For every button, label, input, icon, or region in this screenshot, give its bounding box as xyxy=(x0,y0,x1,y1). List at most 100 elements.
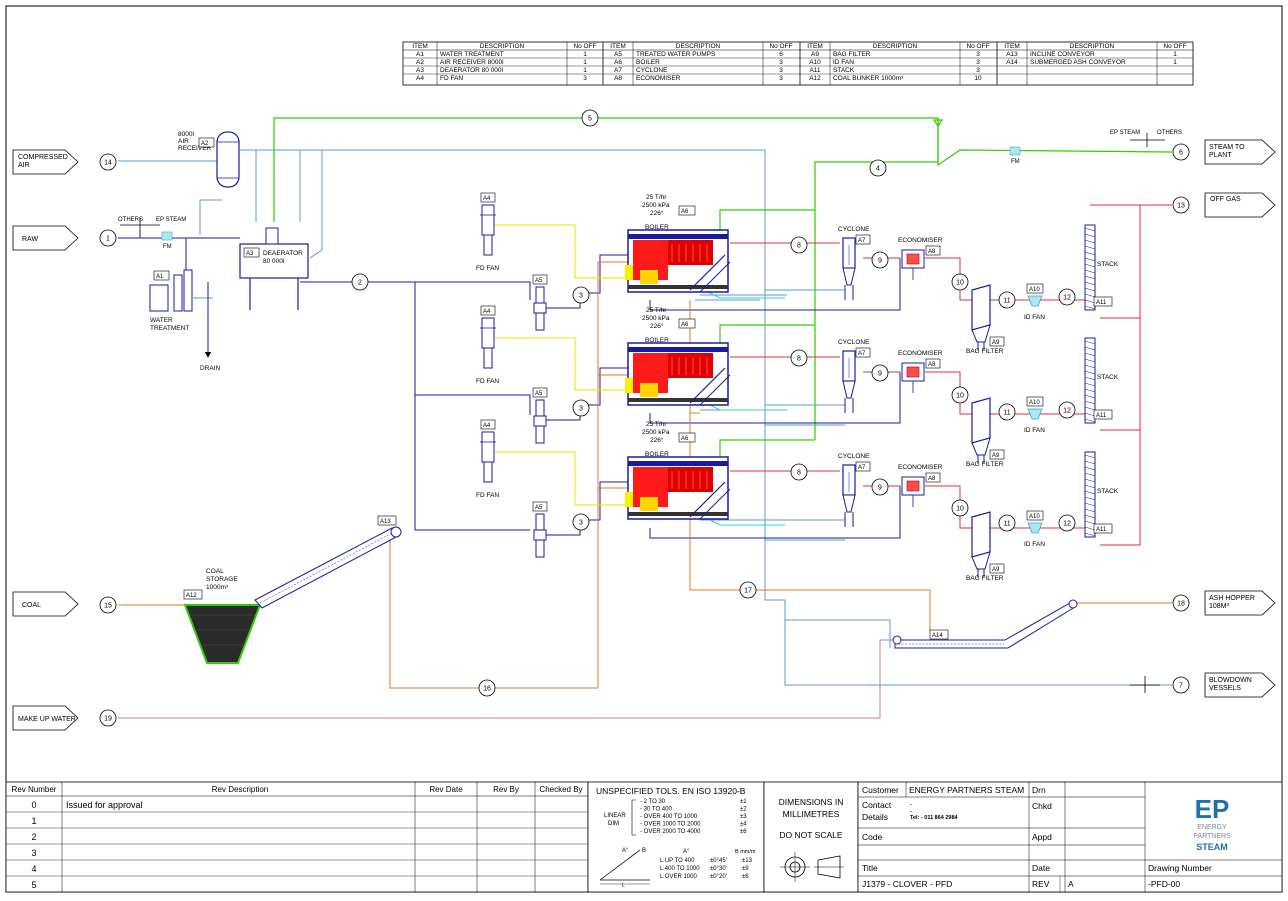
svg-text:A: A xyxy=(1068,879,1074,889)
angle-deviation: ±13 xyxy=(742,858,753,864)
svg-text:A8: A8 xyxy=(928,249,936,255)
stream-number: 12 xyxy=(1063,295,1071,302)
svg-text:226°: 226° xyxy=(650,322,664,330)
air-lines xyxy=(118,149,1172,686)
item-description: TREATED WATER PUMPS xyxy=(636,51,716,58)
stream-bubble xyxy=(869,159,887,177)
item-count: 3 xyxy=(779,67,783,74)
cyclone-tag xyxy=(855,234,871,245)
item-code: A12 xyxy=(809,75,821,82)
title-block: Customer ENERGY PARTNERS STEAM Drn Conta… xyxy=(857,781,1283,893)
svg-text:FM: FM xyxy=(1011,159,1020,165)
svg-text:BOILER: BOILER xyxy=(645,224,669,231)
svg-text:MILLIMETRES: MILLIMETRES xyxy=(783,809,840,819)
stream-bubble xyxy=(1172,143,1190,161)
stream-bubble xyxy=(998,291,1016,309)
stream-bubble xyxy=(99,153,117,171)
svg-text:FM: FM xyxy=(163,244,172,250)
stream-bubble xyxy=(572,513,590,531)
item-code: A4 xyxy=(416,75,424,82)
rev-number: 2 xyxy=(31,832,36,842)
svg-text:A1: A1 xyxy=(156,274,164,280)
svg-text:A7: A7 xyxy=(858,238,866,244)
stream-number: 5 xyxy=(588,116,592,123)
svg-text:J1379 - CLOVER - PFD: J1379 - CLOVER - PFD xyxy=(862,879,952,889)
svg-text:ID FAN: ID FAN xyxy=(1024,427,1045,434)
stream-number: 10 xyxy=(956,506,964,513)
svg-text:COAL: COAL xyxy=(206,568,224,575)
angle-range: L UP TO 400 xyxy=(660,858,695,864)
desc-header: DESCRIPTION xyxy=(873,43,918,50)
svg-text:25 T/hr: 25 T/hr xyxy=(646,421,667,428)
item-description: WATER TREATMENT xyxy=(440,51,504,58)
item-count: 6 xyxy=(779,51,783,58)
stream-bubble xyxy=(871,478,889,496)
angle-diagram-icon: A° B L xyxy=(599,848,650,889)
svg-text:DIM: DIM xyxy=(608,821,619,827)
svg-text:A11: A11 xyxy=(1096,300,1107,306)
rev-description: Issued for approval xyxy=(66,800,143,810)
svg-text:A3: A3 xyxy=(246,251,254,257)
item-code: A3 xyxy=(416,67,424,74)
svg-text:DIMENSIONS IN: DIMENSIONS IN xyxy=(779,797,844,807)
item-description: ID FAN xyxy=(833,59,854,66)
desc-header: DESCRIPTION xyxy=(480,43,525,50)
pump-tag xyxy=(532,274,548,285)
item-count: 1 xyxy=(1173,51,1177,58)
item-description: BAG FILTER xyxy=(833,51,871,58)
item-header: ITEM xyxy=(1004,43,1020,50)
item-count: 10 xyxy=(974,75,982,82)
nooff-header: No OFF xyxy=(573,43,596,50)
incline-conveyor-tag xyxy=(377,515,397,526)
svg-text:Chkd: Chkd xyxy=(1032,801,1052,811)
stream-bubble xyxy=(1058,514,1076,532)
item-count: 1 xyxy=(583,51,587,58)
angle-deviation: ±6 xyxy=(742,874,749,880)
item-description: AIR RECEIVER 8000l xyxy=(440,59,504,66)
svg-text:Details: Details xyxy=(862,812,888,822)
svg-text:A5: A5 xyxy=(535,278,543,284)
svg-text:STACK: STACK xyxy=(1097,374,1119,381)
item-header: ITEM xyxy=(610,43,626,50)
item-count: 3 xyxy=(779,59,783,66)
water-treatment: A1 WATER TREATMENT DRAIN xyxy=(149,269,221,372)
boiler-tag xyxy=(678,318,696,329)
bag-filter-tag xyxy=(989,563,1005,574)
stream-number: 13 xyxy=(1177,203,1185,210)
svg-text:L: L xyxy=(622,883,625,889)
treated-water-pump: A5 xyxy=(532,501,548,558)
svg-text:ID FAN: ID FAN xyxy=(1024,314,1045,321)
stream-number: 8 xyxy=(797,470,801,477)
svg-text:BAG FILTER: BAG FILTER xyxy=(966,575,1004,582)
svg-text:A9: A9 xyxy=(992,340,1000,346)
boiler-tag xyxy=(678,205,696,216)
sheet-border xyxy=(5,5,1283,893)
item-code: A6 xyxy=(614,59,622,66)
svg-text:Drn: Drn xyxy=(1032,785,1046,795)
stream-number: 9 xyxy=(878,258,882,265)
tolerance-block: UNSPECIFIED TOLS. EN ISO 13920-B LINEAR … xyxy=(587,781,765,893)
svg-text:STEAM: STEAM xyxy=(1196,842,1228,852)
item-code: A9 xyxy=(811,51,819,58)
rev-number: 4 xyxy=(31,864,36,874)
svg-text:Rev Date: Rev Date xyxy=(429,785,463,794)
item-count: 1 xyxy=(583,67,587,74)
svg-text:A4: A4 xyxy=(483,196,491,202)
bag-filter-tag xyxy=(989,336,1005,347)
svg-text:A11: A11 xyxy=(1096,413,1107,419)
svg-text:-: - xyxy=(910,802,912,808)
treated-water-pump: A5 xyxy=(532,274,548,331)
stream-bubble xyxy=(790,349,808,367)
svg-text:226°: 226° xyxy=(650,209,664,217)
item-count: 3 xyxy=(779,75,783,82)
